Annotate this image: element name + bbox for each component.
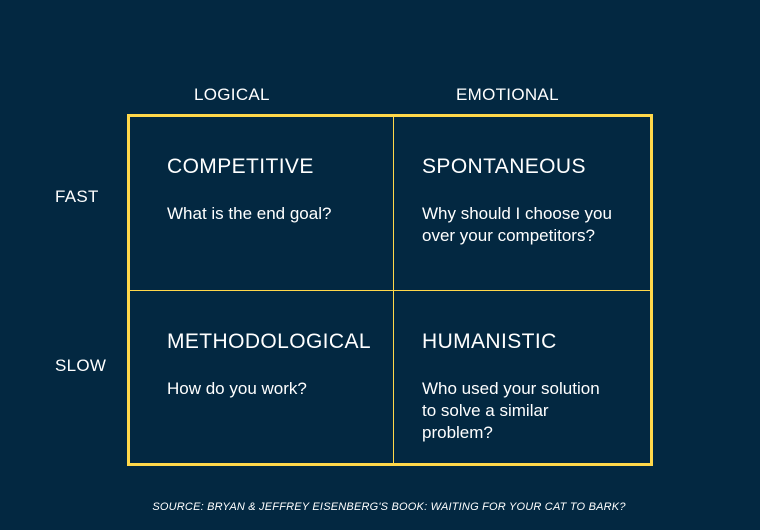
quadrant-title: SPONTANEOUS [422,155,586,178]
quadrant-title: HUMANISTIC [422,330,557,353]
quadrant-title: METHODOLOGICAL [167,330,371,353]
quadrant-competitive: COMPETITIVE What is the end goal? [167,154,407,225]
quadrant-methodological: METHODOLOGICAL How do you work? [167,329,407,400]
quadrant-question: Why should I choose you over your compet… [422,204,612,245]
row-label-slow: SLOW [55,356,107,375]
quadrant-grid: COMPETITIVE What is the end goal? SPONTA… [127,114,653,466]
quadrant-question: What is the end goal? [167,204,332,223]
quadrant-title: COMPETITIVE [167,155,314,178]
column-label-emotional: EMOTIONAL [456,85,559,104]
quadrant-question: Who used your solution to solve a simila… [422,379,600,442]
source-caption: SOURCE: BRYAN & JEFFREY EISENBERG'S BOOK… [152,501,626,513]
row-label-fast: FAST [55,187,99,206]
quadrant-spontaneous: SPONTANEOUS Why should I choose you over… [422,154,662,247]
column-label-logical: LOGICAL [194,85,270,104]
quadrant-question: How do you work? [167,379,307,398]
grid-horizontal-divider [130,290,650,291]
quadrant-humanistic: HUMANISTIC Who used your solution to sol… [422,329,662,444]
